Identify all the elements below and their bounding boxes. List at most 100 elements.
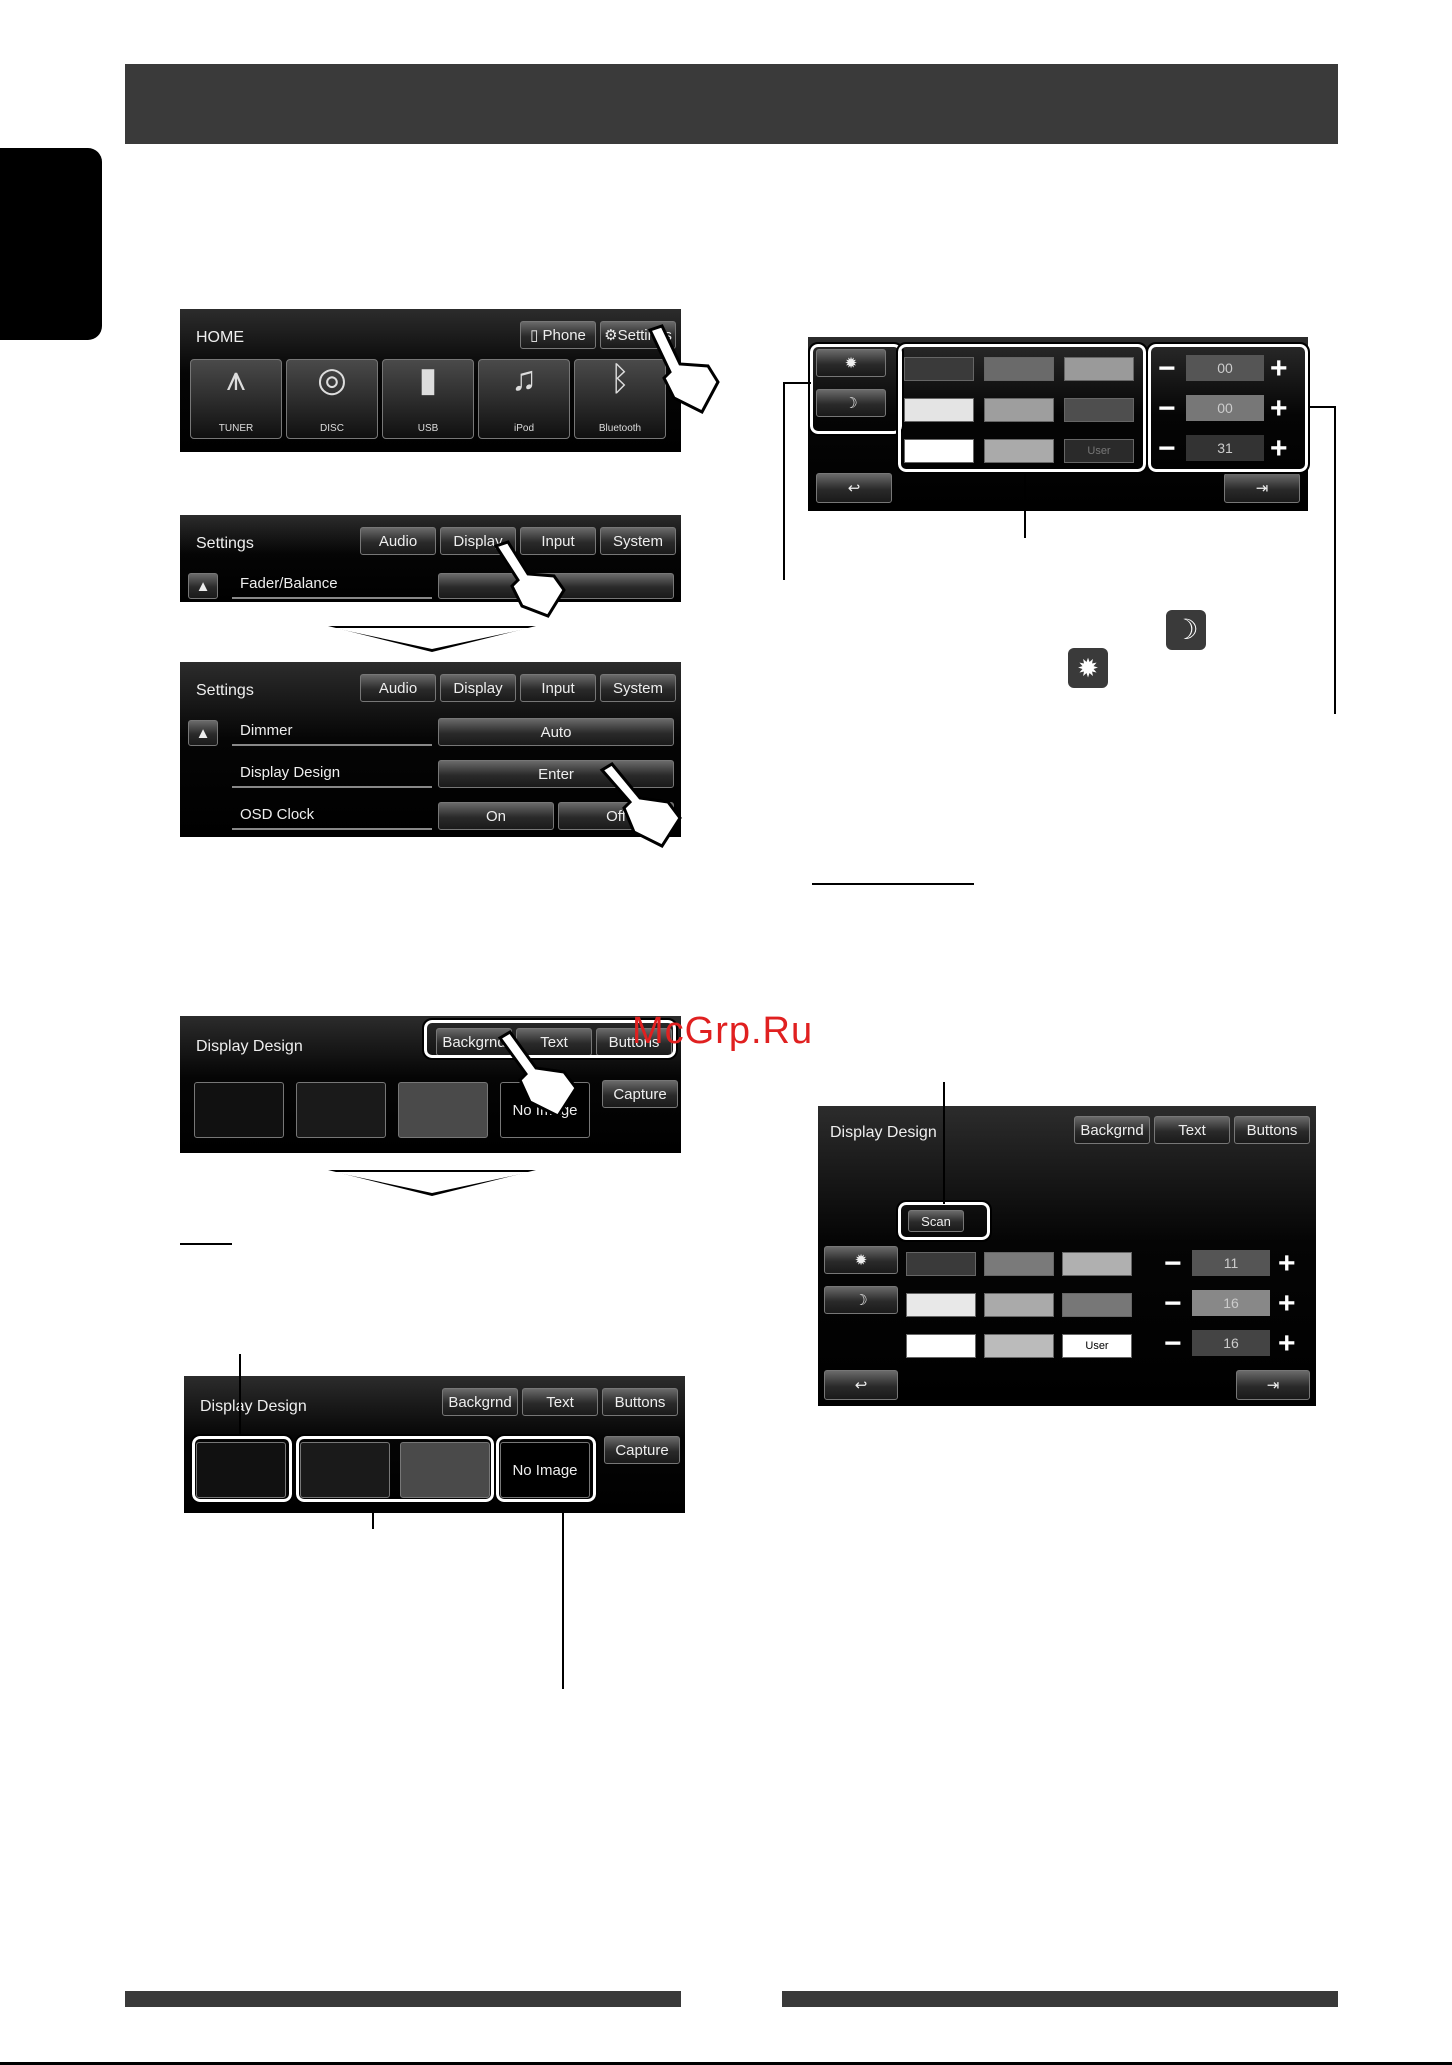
background-thumb-2[interactable] — [296, 1082, 386, 1138]
gear-icon: ⚙ — [604, 327, 618, 344]
tab-display[interactable]: Display — [440, 674, 516, 702]
fader-balance-row[interactable]: Fader/Balance — [232, 573, 432, 599]
plus-icon[interactable]: + — [1270, 432, 1288, 465]
hand-pointer-icon — [497, 1030, 578, 1118]
highlight-no-image — [494, 1434, 598, 1504]
tab-audio[interactable]: Audio — [360, 674, 436, 702]
return-arrow-icon: ↩ — [854, 1377, 868, 1394]
color-swatch[interactable] — [906, 1293, 976, 1317]
tab-input[interactable]: Input — [520, 527, 596, 555]
enter-button[interactable]: Enter — [438, 760, 674, 788]
scan-button[interactable]: Scan — [908, 1210, 964, 1232]
display-design-screen-1: Display Design Backgrnd Text Buttons No … — [180, 1016, 681, 1153]
day-button[interactable]: ✹ — [824, 1246, 898, 1274]
color-swatch[interactable] — [904, 398, 974, 422]
music-icon: ♫ — [511, 360, 537, 398]
dimmer-value-button[interactable]: Auto — [438, 718, 674, 746]
callout-line — [783, 382, 811, 384]
night-button[interactable]: ☽ — [816, 389, 886, 417]
plus-icon[interactable]: + — [1278, 1287, 1296, 1320]
disc-tile[interactable]: ◎DISC — [286, 359, 378, 439]
color-swatch[interactable] — [904, 439, 974, 463]
usb-tile[interactable]: ▮USB — [382, 359, 474, 439]
color-swatch[interactable] — [984, 1252, 1054, 1276]
back-button[interactable]: ↩ — [816, 473, 892, 503]
user-swatch[interactable]: User — [1064, 439, 1134, 463]
plus-icon[interactable]: + — [1270, 352, 1288, 385]
highlight-thumbs-2-3 — [294, 1434, 496, 1504]
tab-buttons[interactable]: Buttons — [1234, 1116, 1310, 1144]
color-swatch[interactable] — [1062, 1293, 1132, 1317]
blue-value: 31 — [1186, 435, 1264, 461]
plus-icon[interactable]: + — [1278, 1327, 1296, 1360]
tab-system[interactable]: System — [600, 674, 676, 702]
plus-icon[interactable]: + — [1270, 392, 1288, 425]
minus-icon[interactable]: − — [1164, 1287, 1182, 1320]
footer-bar-left — [125, 1991, 681, 2007]
background-thumb-1[interactable] — [194, 1082, 284, 1138]
usb-icon: ▮ — [418, 361, 438, 399]
osd-clock-label: OSD Clock — [232, 804, 432, 830]
osd-on-button[interactable]: On — [438, 802, 554, 830]
color-swatch[interactable] — [1062, 1252, 1132, 1276]
color-panel: ✹ ☽ User − 00 + − 00 + − 31 + ↩ ⇥ — [808, 337, 1308, 511]
tab-system[interactable]: System — [600, 527, 676, 555]
capture-button[interactable]: Capture — [604, 1436, 680, 1464]
exit-button[interactable]: ⇥ — [1224, 473, 1300, 503]
minus-icon[interactable]: − — [1164, 1327, 1182, 1360]
tab-backgrnd[interactable]: Backgrnd — [1074, 1116, 1150, 1144]
color-swatch[interactable] — [906, 1252, 976, 1276]
no-image-button[interactable]: No Image — [500, 1442, 590, 1498]
night-button[interactable]: ☽ — [824, 1286, 898, 1314]
color-swatch[interactable] — [906, 1334, 976, 1358]
tuner-tile[interactable]: ⩚TUNER — [190, 359, 282, 439]
settings-title: Settings — [196, 535, 254, 552]
callout-line — [1310, 406, 1336, 408]
callout-line — [1334, 406, 1336, 714]
scroll-up-button[interactable]: ▲ — [188, 720, 218, 746]
header-bar — [125, 64, 1338, 144]
tab-text[interactable]: Text — [522, 1388, 598, 1416]
color-swatch[interactable] — [904, 357, 974, 381]
color-swatch[interactable] — [984, 398, 1054, 422]
tab-buttons[interactable]: Buttons — [602, 1388, 678, 1416]
tab-audio[interactable]: Audio — [360, 527, 436, 555]
back-button[interactable]: ↩ — [824, 1370, 898, 1400]
color-swatch[interactable] — [984, 1293, 1054, 1317]
phone-button[interactable]: ▯ Phone — [520, 321, 596, 349]
tab-backgrnd[interactable]: Backgrnd — [442, 1388, 518, 1416]
scroll-up-button[interactable]: ▲ — [188, 573, 218, 599]
callout-line — [783, 382, 785, 580]
user-swatch[interactable]: User — [1062, 1334, 1132, 1358]
plus-icon[interactable]: + — [1278, 1247, 1296, 1280]
sun-icon: ✹ — [854, 1252, 868, 1269]
background-thumb-3[interactable] — [400, 1442, 490, 1498]
background-thumb-1[interactable] — [196, 1442, 286, 1498]
triangle-up-icon: ▲ — [195, 724, 211, 742]
color-swatch[interactable] — [1064, 398, 1134, 422]
minus-icon[interactable]: − — [1164, 1247, 1182, 1280]
minus-icon[interactable]: − — [1158, 392, 1176, 425]
underline-mark — [180, 1243, 232, 1245]
tab-text[interactable]: Text — [1154, 1116, 1230, 1144]
display-design-title: Display Design — [830, 1124, 937, 1141]
background-thumb-3[interactable] — [398, 1082, 488, 1138]
color-swatch[interactable] — [984, 357, 1054, 381]
minus-icon[interactable]: − — [1158, 432, 1176, 465]
hand-pointer-icon — [647, 324, 720, 414]
minus-icon[interactable]: − — [1158, 352, 1176, 385]
tile-label: Bluetooth — [598, 423, 642, 434]
tab-buttons[interactable]: Buttons — [596, 1028, 672, 1056]
exit-button[interactable]: ⇥ — [1236, 1370, 1310, 1400]
capture-button[interactable]: Capture — [602, 1080, 678, 1108]
color-swatch[interactable] — [984, 1334, 1054, 1358]
moon-icon: ☽ — [844, 395, 858, 412]
day-button[interactable]: ✹ — [816, 349, 886, 377]
tab-input[interactable]: Input — [520, 674, 596, 702]
ipod-tile[interactable]: ♫iPod — [478, 359, 570, 439]
color-swatch[interactable] — [984, 439, 1054, 463]
background-thumb-2[interactable] — [300, 1442, 390, 1498]
phone-icon: ▯ — [530, 327, 543, 344]
color-swatch[interactable] — [1064, 357, 1134, 381]
